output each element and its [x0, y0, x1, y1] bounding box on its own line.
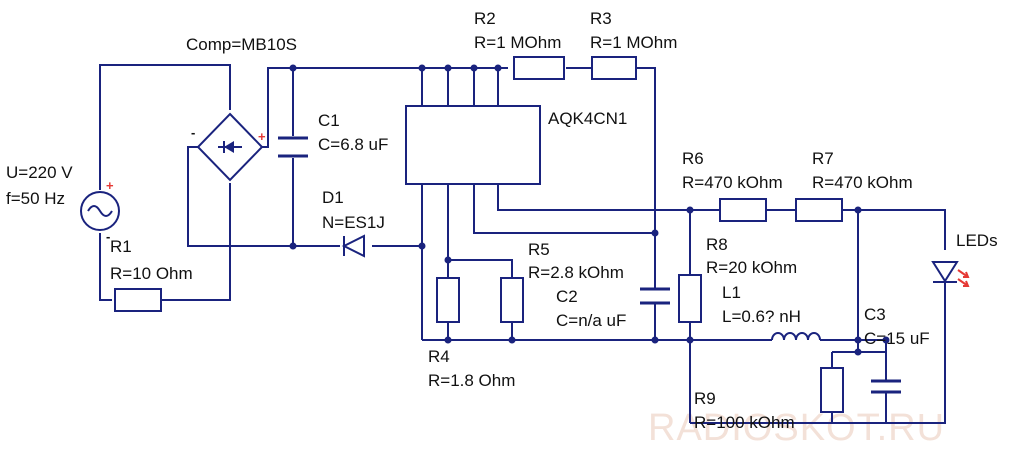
resistor-r9 — [820, 367, 844, 413]
r5-name: R5 — [528, 240, 550, 259]
d1-value: N=ES1J — [322, 213, 385, 232]
r2-value: R=1 MOhm — [474, 33, 561, 52]
bridge-label: Comp=MB10S — [186, 35, 297, 54]
c2-name: C2 — [556, 287, 578, 306]
ic-name: AQK4CN1 — [548, 109, 627, 128]
bridge-minus: - — [191, 125, 195, 140]
resistor-r3 — [591, 56, 637, 80]
source-plus: + — [106, 178, 114, 193]
leds-name: LEDs — [956, 231, 998, 250]
r8-value: R=20 kOhm — [706, 258, 797, 277]
resistor-r2 — [513, 56, 565, 80]
junction-dots — [289, 64, 890, 356]
source-frequency: f=50 Hz — [6, 189, 65, 208]
resistor-r4 — [436, 277, 460, 323]
r4-name: R4 — [428, 347, 450, 366]
capacitor-c1 — [278, 136, 308, 158]
r1-name: R1 — [110, 237, 132, 256]
r4-value: R=1.8 Ohm — [428, 371, 515, 390]
r7-value: R=470 kOhm — [812, 173, 913, 192]
r9-value: R=100 kOhm — [694, 413, 795, 432]
labels: U=220 V f=50 Hz Comp=MB10S R1 R=10 Ohm C… — [6, 9, 998, 432]
c2-value: C=n/a uF — [556, 311, 626, 330]
resistor-r5 — [500, 277, 524, 323]
source-minus: - — [106, 229, 110, 244]
resistor-r6 — [719, 198, 767, 222]
r3-name: R3 — [590, 9, 612, 28]
resistor-r1 — [114, 288, 162, 312]
inductor-l1 — [771, 332, 821, 344]
l1-value: L=0.6? nH — [722, 307, 801, 326]
c3-name: C3 — [864, 305, 886, 324]
r5-value: R=2.8 kOhm — [528, 263, 624, 282]
r6-name: R6 — [682, 149, 704, 168]
l1-name: L1 — [722, 283, 741, 302]
c1-value: C=6.8 uF — [318, 135, 388, 154]
r8-name: R8 — [706, 235, 728, 254]
r2-name: R2 — [474, 9, 496, 28]
r9-name: R9 — [694, 389, 716, 408]
r7-name: R7 — [812, 149, 834, 168]
resistor-r7 — [795, 198, 843, 222]
ac-source: + - — [80, 178, 120, 244]
d1-name: D1 — [322, 188, 344, 207]
resistor-r8 — [678, 274, 702, 323]
capacitor-c2 — [640, 287, 670, 305]
diode-d1 — [341, 234, 365, 258]
ic-aqk4cn1 — [405, 105, 541, 185]
r6-value: R=470 kOhm — [682, 173, 783, 192]
watermark: RADIOSKOT.RU — [648, 407, 945, 449]
capacitor-c3 — [871, 379, 901, 394]
r1-value: R=10 Ohm — [110, 264, 193, 283]
c1-name: C1 — [318, 111, 340, 130]
source-voltage: U=220 V — [6, 163, 73, 182]
r3-value: R=1 MOhm — [590, 33, 677, 52]
led-icon — [931, 261, 970, 287]
bridge-rectifier: - + — [191, 112, 266, 182]
bridge-plus: + — [258, 129, 266, 144]
c3-value: C=15 uF — [864, 329, 930, 348]
